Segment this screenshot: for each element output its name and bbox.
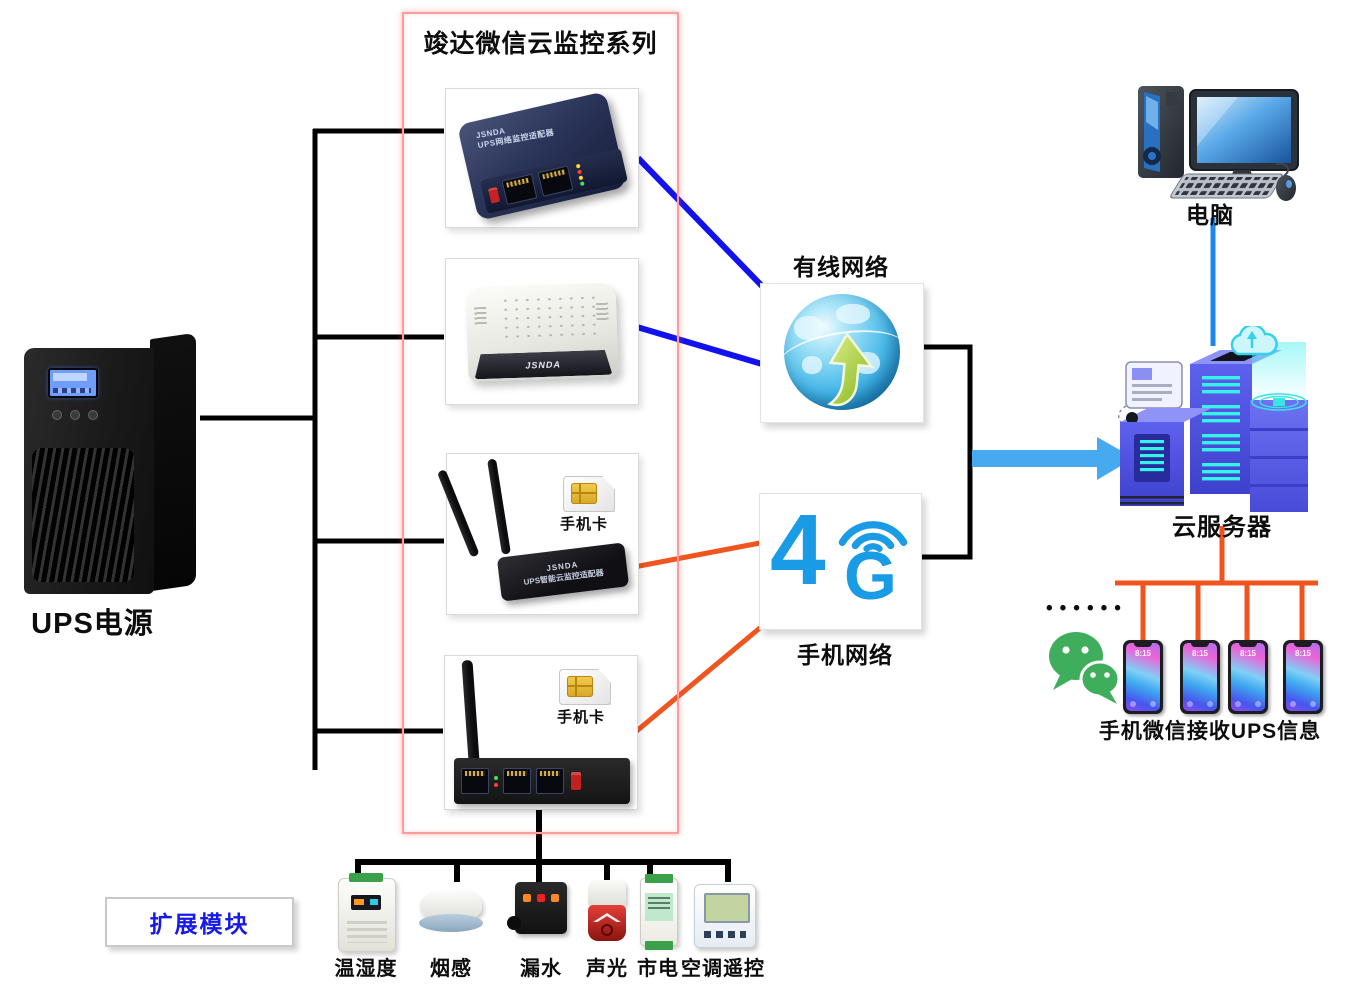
computer-icon [1138,86,1299,201]
cloud-server-label: 云服务器 [1172,514,1272,541]
line-networks-junction [920,344,973,560]
phone-notch [1294,643,1312,647]
dip-switch-icon [487,186,501,204]
sensor-label: 声光 [586,958,628,980]
sim-label: 手机卡 [560,516,609,533]
cloud-server-icon [1118,326,1308,512]
status-leds [575,163,585,187]
expansion-module-box: 扩展模块 [105,897,294,947]
wechat-icon [1049,632,1120,704]
upload-arrow-icon [827,331,875,407]
device-4g-rail-adapter-card: 手机卡 [444,655,638,810]
sensor-temp-humidity-icon [338,873,396,952]
status-leds [494,775,498,787]
4g-badge-4: 4 [770,494,826,606]
line-cloud-to-phones [1115,526,1318,644]
wifi-waves-icon [838,521,908,552]
wired-network-label: 有线网络 [793,254,889,280]
phones-caption: 手机微信接收UPS信息 [1098,720,1322,743]
rj45-port-icon [503,768,531,794]
phone-time: 8:15 [1191,649,1208,658]
ups-tower-image [22,332,204,606]
sensor-label: 市电 [637,958,679,980]
sensor-water-leak-icon [507,882,567,934]
mobile-network-box: 4 G [759,493,922,630]
ups-label: UPS电源 [31,608,154,640]
phone-time: 8:15 [1239,649,1256,658]
wired-network-box [760,283,924,423]
wired-adapter-image: JSNDA UPS网络监控适配器 [456,91,628,221]
sensor-ac-remote-icon [694,884,756,948]
sensor-sound-light-dome [588,905,626,941]
ups-buttons [52,410,98,420]
4g-rail-adapter-image [454,758,630,804]
phone-notch [1239,643,1257,647]
device-4g-adapter-card: 手机卡 JSNDA UPS智能云监控适配器 [436,453,639,615]
device-modem-card: JSNDA [445,258,639,405]
phone: 8:15 [1180,640,1220,714]
rj45-port-icon [537,164,574,197]
phone-screen: 8:15 [1183,643,1217,711]
rj45-port-icon [461,768,489,794]
phone-screen: 8:15 [1286,643,1320,711]
sensor-label: 温湿度 [334,958,398,980]
ups-side-panel [150,332,196,592]
device2-brand: JSNDA [525,358,562,371]
phone-notch [1191,643,1209,647]
antenna-icon [461,659,480,769]
sensor-smoke-base [419,914,483,932]
series-title: 竣达微信云监控系列 [423,30,658,58]
line-device4-to-4g [631,625,763,736]
phone-time: 8:15 [1294,649,1311,658]
phone-screen: 8:15 [1231,643,1265,711]
phone: 8:15 [1283,640,1323,714]
modem-front-panel: JSNDA [474,350,613,380]
phone-notch [1134,643,1152,647]
modem-image: JSNDA [465,282,619,382]
sensor-label: 漏水 [520,958,562,980]
ups-vents [32,448,134,582]
computer-label: 电脑 [1186,202,1234,228]
line-sensor-bus [355,859,731,882]
arrow-to-cloud-server [972,437,1134,480]
power-switch-icon [571,772,581,790]
sim-card-icon [559,669,611,705]
sim-label: 手机卡 [557,709,606,726]
phone: 8:15 [1228,640,1268,714]
more-phones-ellipsis: •••••• [1046,598,1128,619]
phone-screen: 8:15 [1126,643,1160,711]
rj45-port-icon [536,768,564,794]
sensor-sound-light-icon [588,880,626,906]
device1-ports [479,148,628,214]
rj45-port-icon [501,173,538,205]
expansion-label: 扩展模块 [149,911,250,937]
ups-front-panel [24,348,154,594]
antenna-icon [487,458,511,555]
sensor-label: 烟感 [430,958,472,980]
line-device2-to-wired [636,324,763,367]
4g-badge-g: G [844,538,897,614]
device-wired-adapter-card: JSNDA UPS网络监控适配器 [445,88,639,228]
line-device3-to-4g [628,540,761,571]
sim-card-icon [563,476,615,512]
sensor-label: 空调遥控 [681,958,765,980]
wechat-cloud-series-box [402,12,679,834]
sensor-mains-power-icon [640,874,678,950]
ups-lcd-screen [48,368,98,398]
line-device1-to-wired [635,155,765,289]
phone: 8:15 [1123,640,1163,714]
mobile-network-label: 手机网络 [797,642,893,668]
4g-adapter-image: JSNDA UPS智能云监控适配器 [496,542,630,602]
phone-time: 8:15 [1134,649,1151,658]
